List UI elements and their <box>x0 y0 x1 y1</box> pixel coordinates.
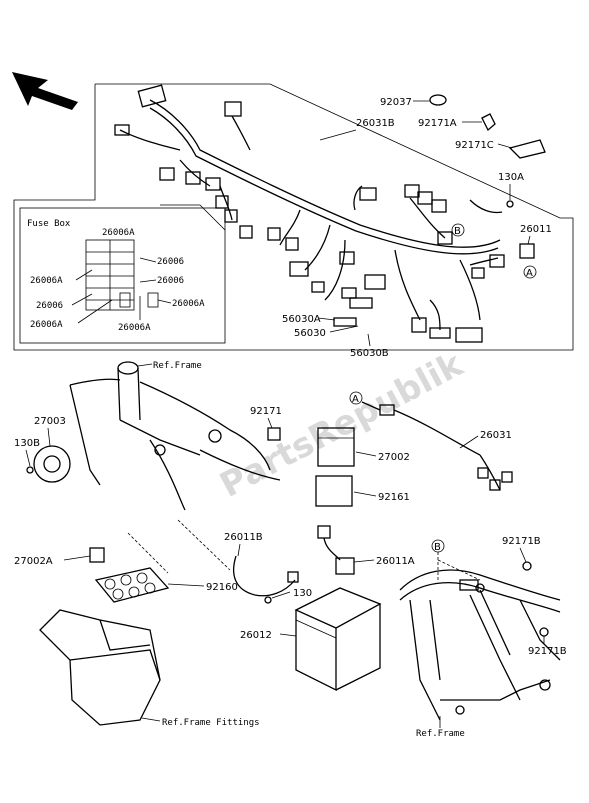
sub-harness-26031: A <box>349 391 513 491</box>
frame-rear-section <box>399 552 561 721</box>
callout-92171C: 92171C <box>455 140 494 151</box>
svg-text:A: A <box>526 268 533 279</box>
fuse-box-title: Fuse Box <box>27 219 71 229</box>
callout-92161: 92161 <box>378 492 410 503</box>
callout-56030: 56030 <box>294 328 326 339</box>
callout-26011A: 26011A <box>376 556 415 567</box>
marker-a-top: A <box>523 265 537 279</box>
callout-92160: 92160 <box>206 582 238 593</box>
battery-26012 <box>294 587 382 692</box>
marker-b-top: B <box>451 223 465 237</box>
fuse-label-l2: 26006 <box>36 301 63 311</box>
callout-92171: 92171 <box>250 406 282 417</box>
battery-lead-26011B <box>232 555 299 604</box>
fuse-label-r1: 26006 <box>157 257 184 267</box>
fuse-block <box>85 239 159 311</box>
svg-text:B: B <box>454 226 461 237</box>
callout-130: 130 <box>293 588 312 599</box>
main-wire-harness <box>114 84 505 343</box>
marker-b-bottom: B <box>431 539 445 553</box>
front-direction-arrow-icon <box>12 72 78 110</box>
battery-case-assembly <box>39 519 231 726</box>
callout-92171A: 92171A <box>418 118 457 129</box>
ref-frame-fittings: Ref.Frame Fittings <box>162 718 260 728</box>
callout-26011: 26011 <box>520 224 552 235</box>
fuse-label-l3: 26006A <box>30 320 63 330</box>
callout-26012: 26012 <box>240 630 272 641</box>
callout-130A: 130A <box>498 172 524 183</box>
cover-92161 <box>315 475 353 507</box>
harness-panel-outline <box>13 83 574 351</box>
callout-27002A: 27002A <box>14 556 53 567</box>
watermark: PartsRepublik <box>214 344 471 506</box>
clip-92171 <box>267 427 281 441</box>
clip-92171A <box>481 113 496 132</box>
ref-frame-top: Ref.Frame <box>153 361 202 371</box>
fuse-label-r2: 26006 <box>157 276 184 286</box>
bracket-92171C <box>508 139 546 159</box>
callout-92171B-bottom: 92171B <box>528 646 567 657</box>
callout-26011B: 26011B <box>224 532 263 543</box>
relay-27002 <box>317 427 355 467</box>
svg-text:A: A <box>352 394 359 405</box>
connector-26011 <box>519 243 535 259</box>
fuse-label-bottom: 26006A <box>118 323 151 333</box>
callout-27002: 27002 <box>378 452 410 463</box>
callout-92037: 92037 <box>380 97 412 108</box>
callout-56030A: 56030A <box>282 314 321 325</box>
fuse-label-r3: 26006A <box>172 299 205 309</box>
callout-26031B: 26031B <box>356 118 395 129</box>
clip-92171B-lower <box>539 627 549 637</box>
callout-130B: 130B <box>14 438 40 449</box>
callout-92171B-top: 92171B <box>502 536 541 547</box>
battery-lead-26011A <box>317 525 355 575</box>
callout-26031: 26031 <box>480 430 512 441</box>
fuse-label-top: 26006A <box>102 228 135 238</box>
horn-27003 <box>26 445 71 483</box>
clip-92171B-upper <box>522 561 532 571</box>
frame-head-section <box>69 361 281 511</box>
fuse-box-inset <box>19 207 226 344</box>
clamp-92037 <box>429 94 447 106</box>
callout-27003: 27003 <box>34 416 66 427</box>
fuse-label-l1: 26006A <box>30 276 63 286</box>
svg-text:B: B <box>434 542 441 553</box>
bolt-130A <box>506 200 514 208</box>
callout-56030B: 56030B <box>350 348 389 359</box>
ref-frame-bottom: Ref.Frame <box>416 729 465 739</box>
